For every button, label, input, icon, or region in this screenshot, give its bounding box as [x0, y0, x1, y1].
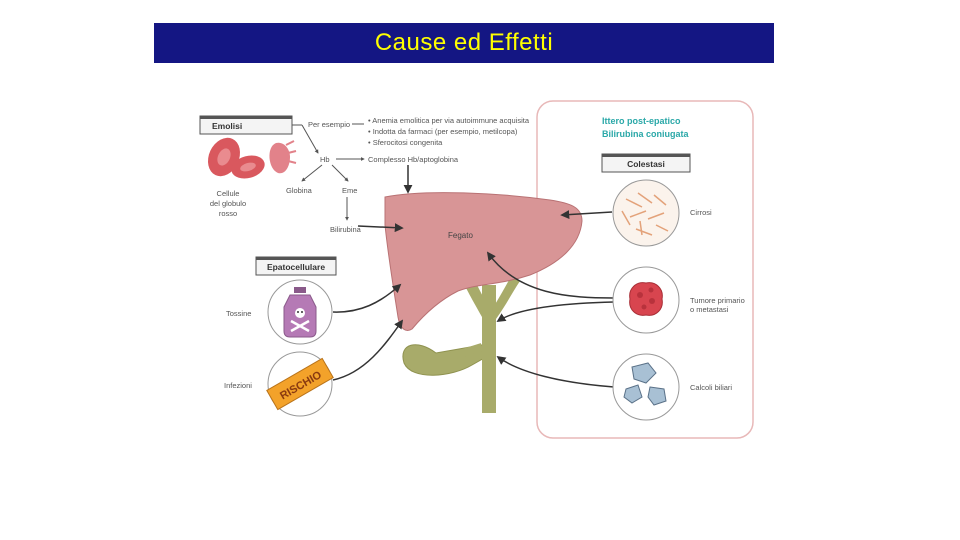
emolisi-header: Emolisi [212, 121, 242, 131]
cirrosi-circle [612, 179, 680, 247]
emolisi-box-bar [200, 116, 292, 119]
bilirubina-to-liver-arrow [357, 223, 404, 233]
to-hb-arrow [301, 124, 319, 154]
right-hepatic-duct [492, 275, 520, 319]
globina-label: Globina [286, 186, 313, 195]
cause-item-2: • Indotta da farmaci (per esempio, metil… [368, 127, 518, 136]
eme-label: Eme [342, 186, 357, 195]
poison-bottle-icon [283, 287, 317, 338]
diagram-svg: Ittero post-epatico Bilirubina coniugata… [199, 100, 754, 439]
gallstones-icon [623, 362, 667, 406]
tumor-icon [629, 282, 663, 316]
tossine-arrow [332, 283, 402, 313]
cirrosi-arrow [560, 210, 613, 220]
colestasi-box-bar [602, 154, 690, 157]
to-globina-arrow [301, 164, 323, 182]
liver [384, 192, 583, 331]
red-blood-cells-icon [207, 137, 297, 179]
hb-label: Hb [320, 155, 330, 164]
title-banner: Cause ed Effetti [154, 23, 774, 63]
cells-label-2: del globulo [210, 199, 246, 208]
cells-label-3: rosso [219, 209, 237, 218]
cause-item-3: • Sferocitosi congenita [368, 138, 443, 147]
infezioni-arrow [332, 319, 404, 381]
bilirubina-label: Bilirubina [330, 225, 362, 234]
tumore-label-1: Tumore primario [690, 296, 745, 305]
tossine-label: Tossine [226, 309, 251, 318]
calcoli-arrow [496, 355, 615, 388]
cirrosi-label: Cirrosi [690, 208, 712, 217]
colestasi-label: Colestasi [627, 159, 665, 169]
complesso-label: Complesso Hb/aptoglobina [368, 155, 459, 164]
post-hepatic-title: Ittero post-epatico [602, 116, 681, 126]
calcoli-label: Calcoli biliari [690, 383, 732, 392]
cells-label-1: Cellule [217, 189, 240, 198]
epatocellulare-box-bar [256, 257, 336, 260]
cause-item-1: • Anemia emolitica per via autoimmune ac… [368, 116, 530, 125]
liver-label: Fegato [448, 231, 473, 240]
bile-duct [482, 285, 496, 413]
epatocellulare-header: Epatocellulare [267, 262, 325, 272]
tumore-label-2: o metastasi [690, 305, 729, 314]
slide-title: Cause ed Effetti [374, 29, 554, 56]
post-hepatic-subtitle: Bilirubina coniugata [602, 129, 690, 139]
jaundice-diagram: Ittero post-epatico Bilirubina coniugata… [190, 95, 760, 450]
calcoli-circle [612, 353, 680, 421]
cirrosi-tissue-icon [621, 192, 669, 236]
per-esempio-label: Per esempio [308, 120, 350, 129]
tumore-arrow-to-liver [486, 251, 615, 299]
infezioni-label: Infezioni [224, 381, 252, 390]
to-eme-arrow [331, 164, 349, 182]
cystic-duct [448, 343, 484, 361]
tumore-arrow-to-duct [496, 301, 615, 322]
